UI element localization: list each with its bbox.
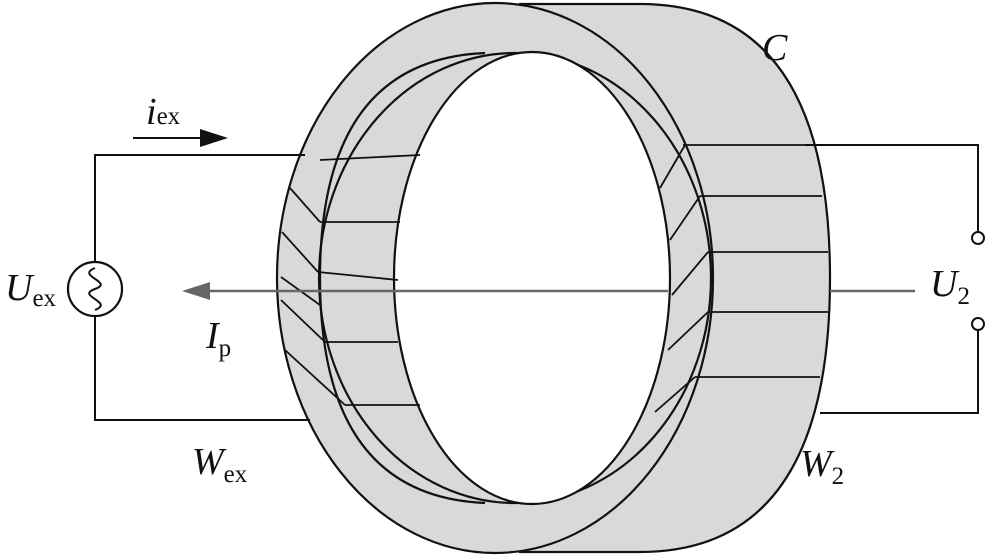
secondary-winding <box>654 144 828 413</box>
excitation-winding-label: Wex <box>192 441 248 488</box>
excitation-bottom-wire <box>94 316 310 421</box>
terminal-circle-icon <box>971 231 985 245</box>
terminal-circle-icon <box>971 317 985 331</box>
secondary-circuit <box>805 144 985 414</box>
primary-current-label: Ip <box>205 315 231 362</box>
secondary-winding-label: W2 <box>800 443 844 490</box>
excitation-circuit <box>94 154 310 421</box>
ac-source-icon <box>66 260 124 318</box>
core-hole <box>392 50 672 506</box>
secondary-bottom-wire <box>820 330 979 414</box>
excitation-winding <box>280 154 421 406</box>
core-label: C <box>762 27 788 69</box>
core-front-inner-edge <box>318 51 486 505</box>
secondary-voltage-label: U2 <box>930 263 970 310</box>
excitation-top-wire <box>94 154 305 262</box>
magnetic-core <box>275 1 832 555</box>
secondary-top-wire <box>805 144 979 232</box>
primary-current-arrow-icon <box>182 282 210 300</box>
primary-conductor <box>182 282 915 300</box>
excitation-voltage-label: Uex <box>5 267 57 312</box>
excitation-current-arrow-icon <box>133 129 228 147</box>
excitation-current-label: iex <box>146 91 181 133</box>
